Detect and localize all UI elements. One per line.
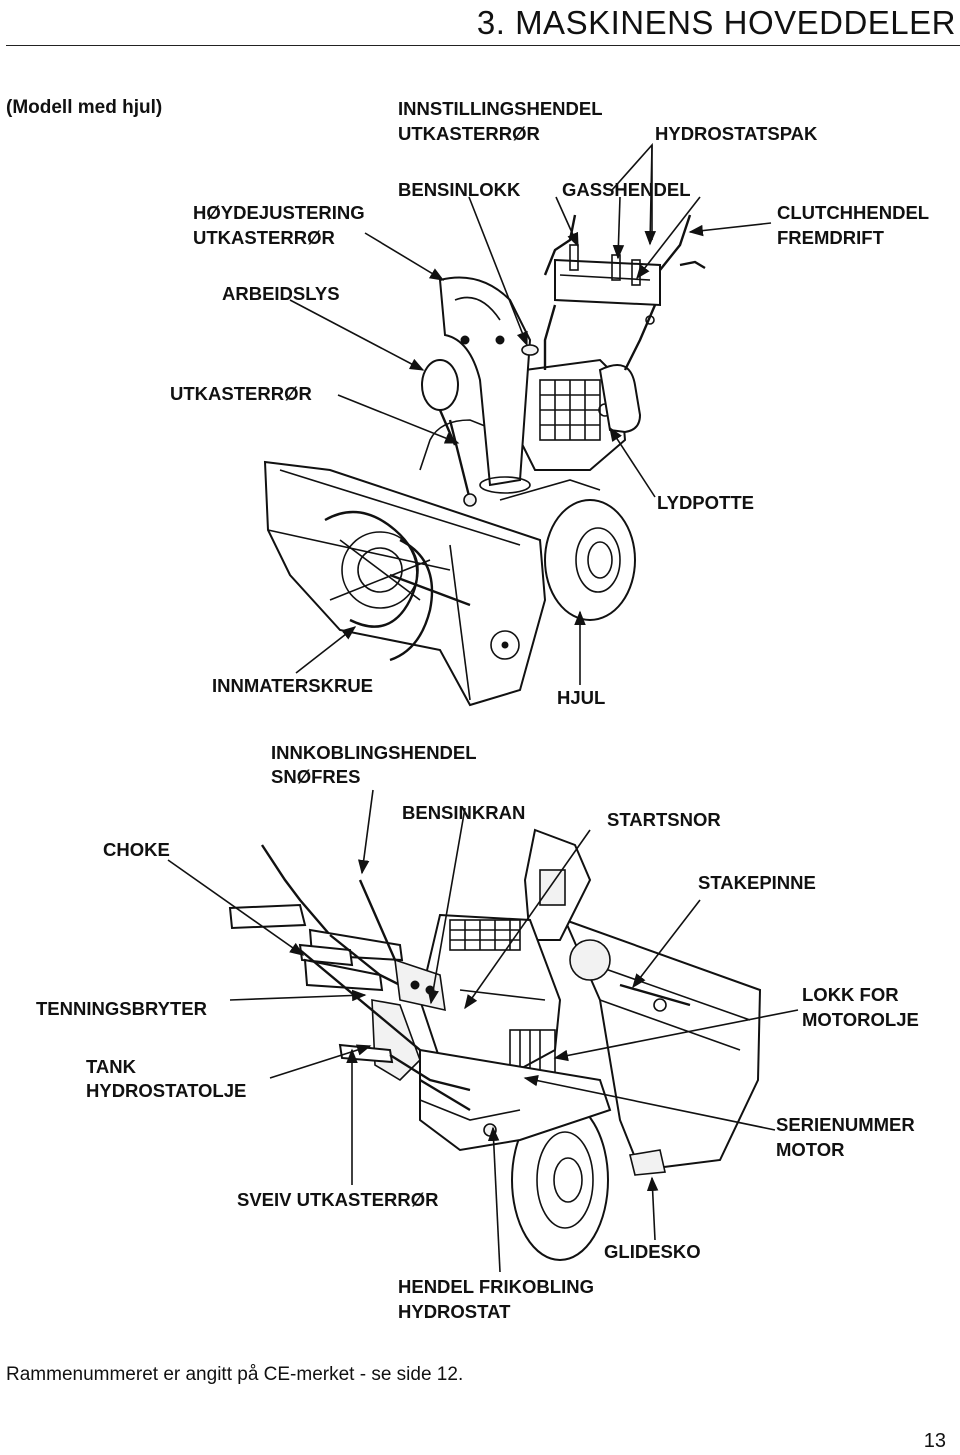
- label-hoydejustering-line1: HØYDEJUSTERING: [193, 202, 365, 223]
- label-hjul: HJUL: [557, 687, 606, 708]
- label-tenningsbryter: TENNINGSBRYTER: [36, 998, 207, 1019]
- label-serienummer-line2: MOTOR: [776, 1139, 845, 1160]
- snowblower-front-illustration: [263, 214, 706, 707]
- label-serienummer-line1: SERIENUMMER: [776, 1114, 915, 1135]
- label-tank-line2: HYDROSTATOLJE: [86, 1080, 247, 1101]
- handlebar-illustration: [543, 214, 706, 371]
- label-choke: CHOKE: [103, 839, 170, 860]
- label-innkoblingshendel-line1: INNKOBLINGSHENDEL: [271, 742, 477, 763]
- wheel-illustration: [544, 499, 636, 621]
- label-glidesko: GLIDESKO: [604, 1241, 701, 1262]
- footer-note: Rammenummeret er angitt på CE-merket - s…: [6, 1364, 464, 1385]
- label-sveiv: SVEIV UTKASTERRØR: [237, 1189, 439, 1210]
- label-lydpotte: LYDPOTTE: [657, 492, 754, 513]
- label-tank-line1: TANK: [86, 1056, 137, 1077]
- label-gasshendel: GASSHENDEL: [562, 179, 691, 200]
- label-hendel-line1: HENDEL FRIKOBLING: [398, 1276, 594, 1297]
- label-clutchhendel-line2: FREMDRIFT: [777, 227, 884, 248]
- rear-wheel-illustration: [511, 1099, 609, 1261]
- auger-illustration: [324, 510, 471, 662]
- snowblower-rear-illustration: [228, 828, 762, 1261]
- chute-illustration: [438, 276, 532, 494]
- page-title: 3. MASKINENS HOVEDDELER: [476, 4, 956, 41]
- title-rule: [6, 45, 960, 46]
- rear-handlebar-illustration: [228, 844, 471, 1112]
- label-startsnor: STARTSNOR: [607, 809, 721, 830]
- label-innstillingshendel-line1: INNSTILLINGSHENDEL: [398, 98, 603, 119]
- label-hoydejustering-line2: UTKASTERRØR: [193, 227, 335, 248]
- label-lokk-line2: MOTOROLJE: [802, 1009, 919, 1030]
- label-innmaterskrue: INNMATERSKRUE: [212, 675, 374, 696]
- model-label: (Modell med hjul): [6, 97, 163, 118]
- label-innstillingshendel-line2: UTKASTERRØR: [398, 123, 540, 144]
- label-bensinlokk: BENSINLOKK: [398, 179, 521, 200]
- rear-chute-illustration: [523, 828, 611, 981]
- page-number: 13: [923, 1430, 946, 1452]
- label-hydrostatspak: HYDROSTATSPAK: [655, 123, 818, 144]
- label-clutchhendel-line1: CLUTCHHENDEL: [777, 202, 930, 223]
- label-arbeidslys: ARBEIDSLYS: [222, 283, 340, 304]
- label-bensinkran: BENSINKRAN: [402, 802, 526, 823]
- label-stakepinne: STAKEPINNE: [698, 872, 816, 893]
- label-innkoblingshendel-line2: SNØFRES: [271, 766, 361, 787]
- bottom-leader-lines: [167, 789, 799, 1273]
- top-leader-lines: [289, 142, 772, 685]
- label-utkasterror: UTKASTERRØR: [170, 383, 312, 404]
- label-hendel-line2: HYDROSTAT: [398, 1301, 511, 1322]
- label-lokk-line1: LOKK FOR: [802, 984, 899, 1005]
